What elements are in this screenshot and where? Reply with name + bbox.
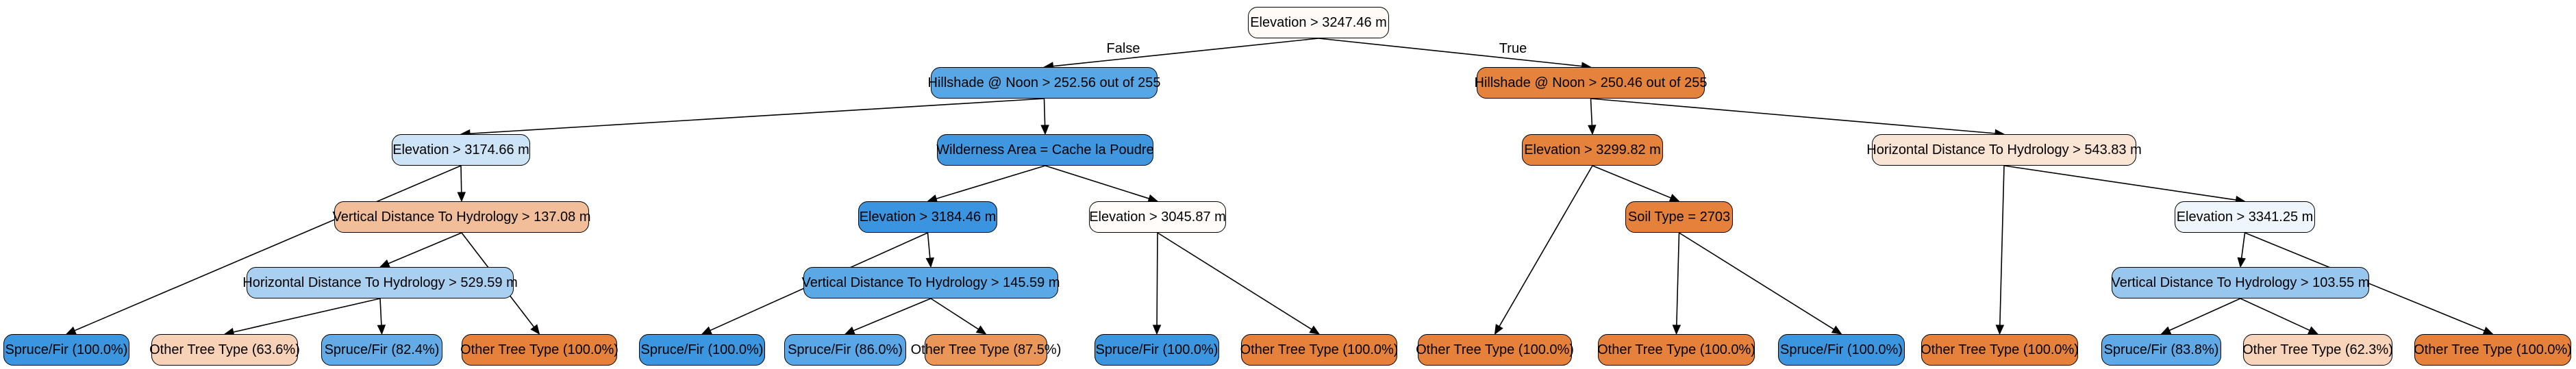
split-node-n8: Elevation > 3184.46 m [858, 201, 997, 233]
leaf-node-l5: Spruce/Fir (100.0%) [639, 334, 765, 366]
arrowhead-n9-l9 [1309, 325, 1321, 335]
edge-n14-l14 [2169, 298, 2241, 331]
leaf-node-l10: Other Tree Type (100.0%) [1416, 334, 1574, 366]
arrowhead-n1-n4 [1040, 125, 1049, 136]
leaf-node-l1: Spruce/Fir (100.0%) [3, 334, 129, 366]
split-node-n12: Horizontal Distance To Hydrology > 529.5… [242, 267, 518, 298]
arrowhead-n13-l7 [975, 325, 987, 335]
split-node-n5: Elevation > 3299.82 m [1522, 134, 1663, 166]
arrowhead-n7-n12 [379, 259, 390, 268]
edge-n6-l13 [1999, 165, 2005, 326]
arrowhead-n9-l8 [1152, 325, 1162, 335]
arrowhead-n7-l4 [530, 324, 540, 335]
leaf-node-l13: Other Tree Type (100.0%) [1921, 334, 2079, 366]
split-node-n11: Elevation > 3341.25 m [2175, 201, 2315, 233]
leaf-node-l15: Other Tree Type (62.3%) [2242, 334, 2393, 366]
arrowhead-n3-l1 [65, 326, 77, 335]
arrowhead-n8-l5 [701, 326, 712, 335]
edge-n4-n8 [936, 165, 1046, 199]
arrowhead-n5-n10 [1668, 194, 1680, 202]
arrowhead-n14-l14 [2160, 326, 2172, 335]
split-node-n14: Vertical Distance To Hydrology > 103.55 … [2111, 267, 2370, 298]
leaf-node-l4: Other Tree Type (100.0%) [460, 334, 618, 366]
edge-n13-l6 [853, 298, 931, 331]
leaf-node-l2: Other Tree Type (63.6%) [149, 334, 300, 366]
split-node-n1: Hillshade @ Noon > 252.56 out of 255 [928, 67, 1161, 99]
edge-n4-n9 [1045, 165, 1149, 199]
edge-n11-n14 [2240, 232, 2246, 259]
tree-edges [65, 38, 2494, 337]
edge-n2-n5 [1590, 98, 1593, 126]
edge-n10-l12 [1679, 232, 1834, 330]
leaf-node-l12: Spruce/Fir (100.0%) [1778, 334, 1905, 366]
split-node-n2: Hillshade @ Noon > 250.46 out of 255 [1475, 67, 1708, 99]
edge-n12-l2 [233, 298, 381, 333]
edge-n0-n2 [1318, 38, 1582, 67]
edge-n2-n6 [1590, 98, 1996, 134]
split-node-n7: Vertical Distance To Hydrology > 137.08 … [332, 201, 591, 233]
edge-n1-n3 [469, 98, 1045, 135]
split-node-n13: Vertical Distance To Hydrology > 145.59 … [801, 267, 1060, 298]
arrowhead-n5-l10 [1494, 324, 1503, 335]
arrowhead-n11-l16 [2482, 327, 2494, 335]
edge-n12-l3 [379, 298, 382, 326]
edge-n8-n13 [927, 232, 931, 259]
edge-n3-n7 [460, 165, 462, 193]
leaf-node-l7: Other Tree Type (87.5%) [911, 334, 1061, 366]
arrowhead-n6-l13 [1995, 325, 2005, 335]
arrowhead-n8-n13 [925, 257, 935, 268]
edge-n3-l1 [74, 165, 462, 331]
leaf-node-l9: Other Tree Type (100.0%) [1240, 334, 1398, 366]
edge-n10-l11 [1676, 232, 1680, 326]
leaf-node-l3: Spruce/Fir (82.4%) [321, 334, 442, 366]
leaf-node-l6: Spruce/Fir (86.0%) [784, 334, 906, 366]
edge-n0-n1 [1053, 38, 1319, 67]
arrowhead-n12-l3 [377, 325, 386, 335]
split-node-n3: Elevation > 3174.66 m [392, 134, 530, 166]
arrowhead-n13-l6 [844, 327, 855, 335]
arrowhead-n11-n14 [2237, 257, 2246, 268]
arrowhead-n2-n5 [1588, 125, 1597, 136]
leaf-node-l16: Other Tree Type (100.0%) [2414, 334, 2572, 366]
split-node-n9: Elevation > 3045.87 m [1089, 201, 1226, 233]
edge-n13-l7 [930, 298, 979, 330]
edge-n9-l8 [1156, 232, 1158, 326]
leaf-node-l11: Other Tree Type (100.0%) [1597, 334, 1755, 366]
edge-n7-n12 [388, 232, 462, 264]
edge-label-false: False [1106, 41, 1140, 56]
leaf-node-l14: Spruce/Fir (83.8%) [2101, 334, 2221, 366]
split-node-n6: Horizontal Distance To Hydrology > 543.8… [1866, 134, 2142, 166]
edge-n5-n10 [1592, 165, 1671, 199]
edge-label-true: True [1499, 41, 1527, 56]
arrowhead-n3-n7 [457, 192, 466, 203]
edge-n14-l15 [2240, 298, 2310, 331]
split-node-n0: Elevation > 3247.46 m [1248, 7, 1389, 38]
split-node-n10: Soil Type = 2703 [1625, 201, 1733, 233]
edge-n5-l10 [1499, 165, 1593, 327]
edge-n6-n11 [2003, 165, 2236, 201]
arrowhead-n10-l12 [1831, 325, 1842, 335]
arrowhead-n10-l11 [1672, 325, 1681, 335]
split-node-n4: Wilderness Area = Cache la Poudre [936, 134, 1154, 166]
arrowhead-n14-l15 [2308, 326, 2319, 335]
edge-n9-l9 [1157, 232, 1312, 330]
leaf-node-l8: Spruce/Fir (100.0%) [1095, 334, 1219, 366]
